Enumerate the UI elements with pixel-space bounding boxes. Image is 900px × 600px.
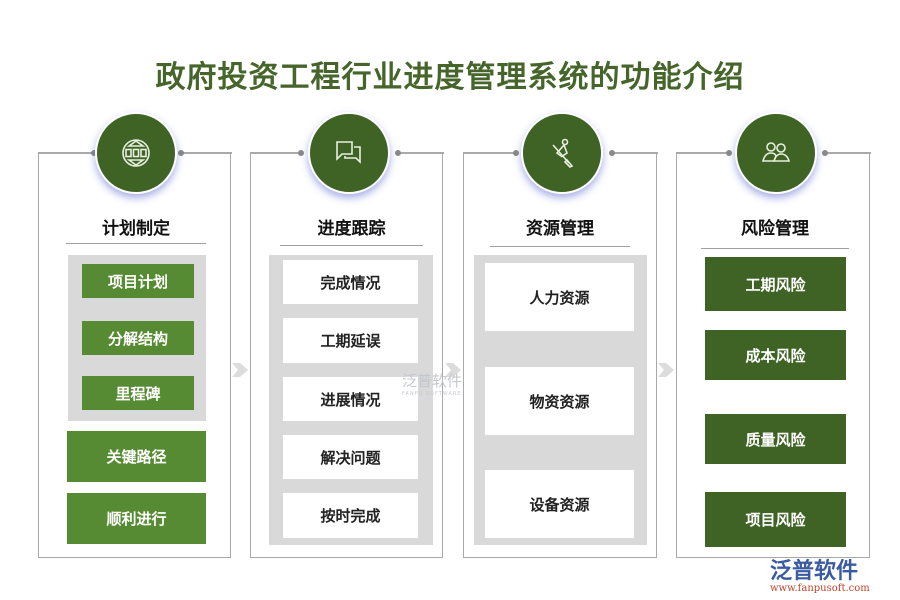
item-wbs[interactable]: 分解结构 (82, 321, 194, 355)
watermark: 泛普软件 FANPU SOFTWARE (402, 372, 463, 397)
item-equipment-resources[interactable]: 设备资源 (485, 470, 634, 538)
column-planning (38, 149, 232, 558)
item-critical-path[interactable]: 关键路径 (67, 431, 206, 482)
item-on-time[interactable]: 按时完成 (283, 493, 418, 538)
item-delay[interactable]: 工期延误 (283, 318, 418, 363)
chat-bubbles-icon (308, 112, 390, 194)
item-schedule-risk[interactable]: 工期风险 (705, 257, 846, 311)
column-tracking (250, 149, 444, 558)
rowing-person-icon (521, 112, 603, 194)
item-milestone[interactable]: 里程碑 (82, 376, 194, 410)
column-resources (463, 149, 658, 558)
item-material-resources[interactable]: 物资资源 (485, 367, 634, 435)
heading-risk: 风险管理 (741, 219, 809, 239)
item-smooth-progress[interactable]: 顺利进行 (67, 493, 206, 544)
column-risk (676, 149, 871, 558)
item-cost-risk[interactable]: 成本风险 (705, 330, 846, 380)
item-resolve[interactable]: 解决问题 (283, 435, 418, 479)
item-human-resources[interactable]: 人力资源 (485, 263, 634, 331)
item-quality-risk[interactable]: 质量风险 (705, 414, 846, 464)
item-completion[interactable]: 完成情况 (283, 260, 418, 304)
logo-text: 泛普软件 (770, 559, 859, 584)
item-progress[interactable]: 进展情况 (283, 377, 418, 421)
heading-resources: 资源管理 (526, 219, 594, 239)
page-title: 政府投资工程行业进度管理系统的功能介绍 (155, 60, 745, 95)
brand-logo: 泛普软件 www.fanpusoft.com (770, 553, 870, 594)
users-icon (735, 112, 817, 194)
item-project-risk[interactable]: 项目风险 (705, 492, 846, 547)
heading-planning: 计划制定 (102, 219, 170, 239)
logo-url: www.fanpusoft.com (770, 583, 870, 594)
globe-icon (95, 112, 177, 194)
heading-tracking: 进度跟踪 (317, 219, 386, 239)
item-project-plan[interactable]: 项目计划 (82, 264, 194, 298)
